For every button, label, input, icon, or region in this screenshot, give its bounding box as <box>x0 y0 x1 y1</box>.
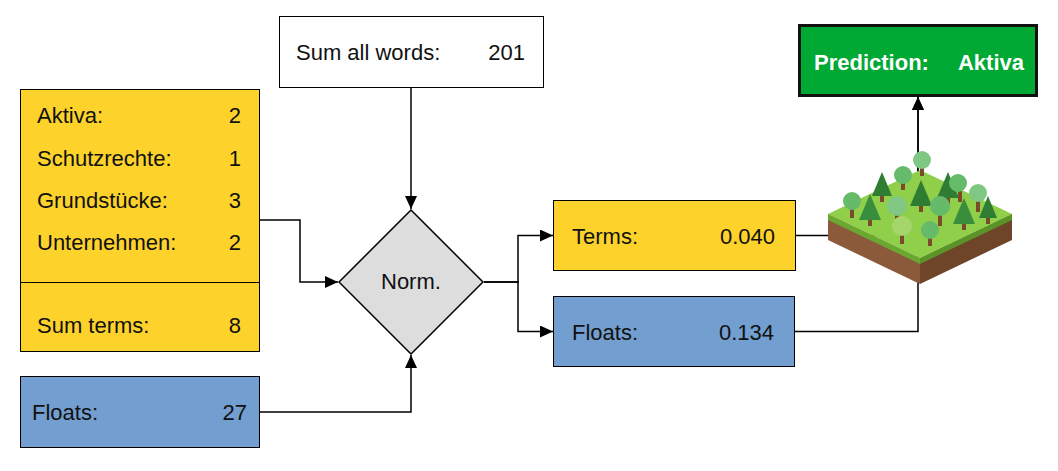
row-label: Prediction: <box>814 52 929 74</box>
row-label: Grundstücke: <box>37 190 168 212</box>
term-count-box: Aktiva:2Schutzrechte:1Grundstücke:3Unter… <box>20 89 260 352</box>
connector-arrow <box>260 220 338 282</box>
row-value: 1 <box>229 148 241 170</box>
connector-arrow <box>484 236 553 283</box>
row-value: 27 <box>223 402 247 424</box>
row-label: Sum terms: <box>37 315 149 337</box>
row-value: 2 <box>229 232 241 254</box>
floats-result-box: Floats: 0.134 <box>553 296 795 367</box>
row-value: Aktiva <box>958 52 1024 74</box>
decision-diamond: Norm. <box>338 209 484 355</box>
row-label: Schutzrechte: <box>37 148 172 170</box>
row-label: Unternehmen: <box>37 232 176 254</box>
connector-arrow <box>410 88 412 209</box>
section-divider <box>21 282 259 283</box>
row-label: Sum all words: <box>296 42 440 64</box>
row-value: 3 <box>229 190 241 212</box>
row-label: Terms: <box>572 226 638 248</box>
row-label: Norm. <box>381 271 441 293</box>
total-box: Sum all words: 201 <box>279 16 544 88</box>
row-value: 2 <box>229 105 241 127</box>
connector-arrow <box>484 282 553 332</box>
terms-result-box: Terms: 0.040 <box>553 200 796 271</box>
row-label: Floats: <box>32 402 98 424</box>
connector-arrow <box>260 355 411 412</box>
row-value: 8 <box>229 315 241 337</box>
row-value: 0.134 <box>719 322 774 344</box>
row-value: 0.040 <box>720 226 775 248</box>
row-value: 201 <box>488 42 525 64</box>
row-label: Aktiva: <box>37 105 103 127</box>
grass-block <box>828 170 1012 284</box>
prediction-box: Prediction: Aktiva <box>798 24 1038 97</box>
float-count-box: Floats: 27 <box>20 376 260 448</box>
trees <box>843 151 997 246</box>
row-label: Floats: <box>572 322 638 344</box>
